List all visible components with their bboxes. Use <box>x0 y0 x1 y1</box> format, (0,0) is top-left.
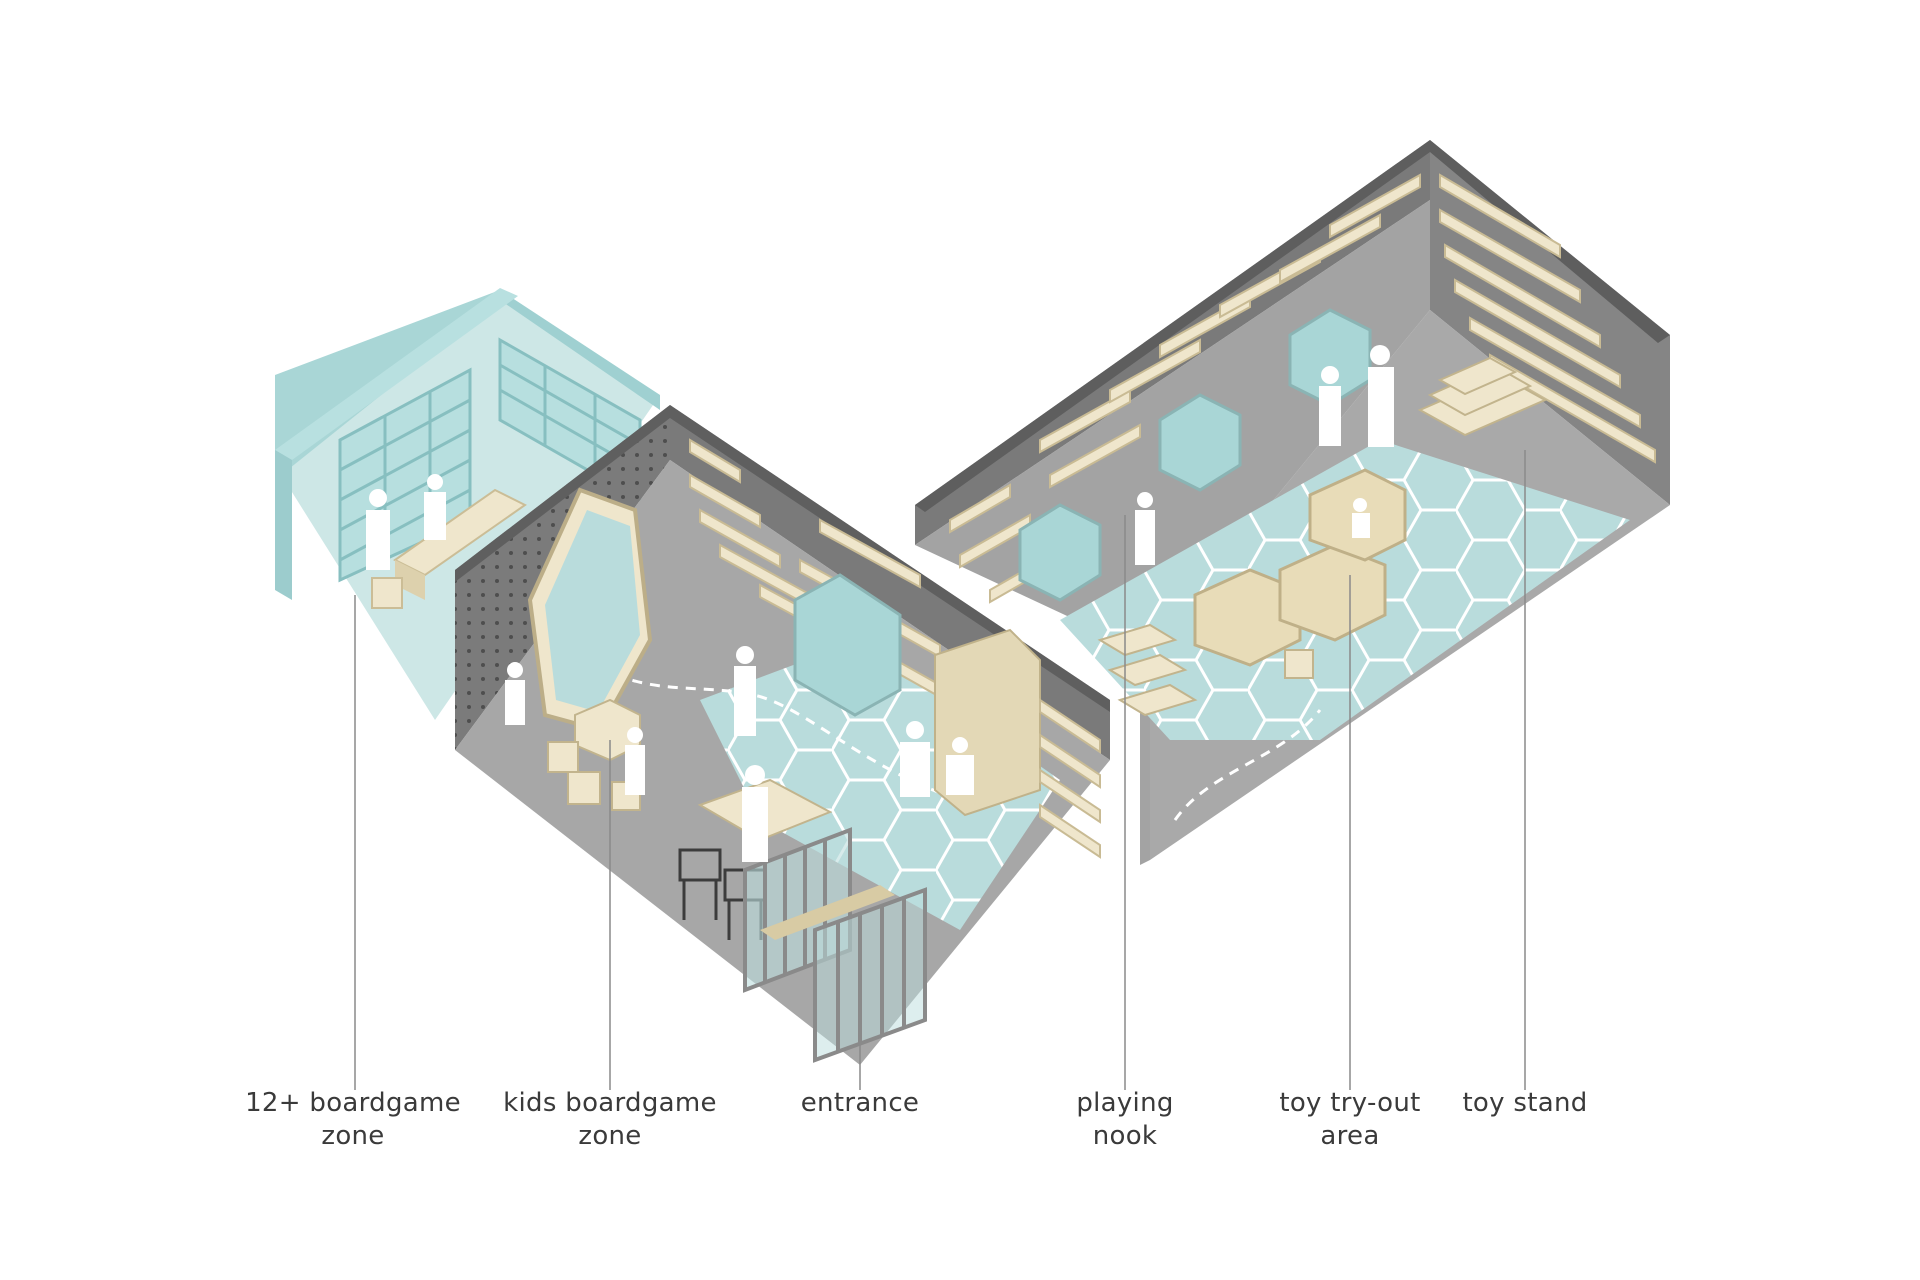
kids-hex-floor <box>700 640 1060 930</box>
label-12plus-boardgame-zone: 12+ boardgame zone <box>245 1088 461 1151</box>
label-entrance: entrance <box>800 1088 920 1118</box>
toy-stand-table <box>1417 356 1548 437</box>
room-12plus-counter-front <box>395 560 425 600</box>
toys-low-shelf <box>1097 623 1198 717</box>
room-toys <box>915 140 1670 865</box>
toys-people <box>1135 345 1394 565</box>
kids-people <box>505 646 974 862</box>
label-toy-tryout-area: toy try-out area <box>1279 1088 1421 1151</box>
room-12plus-side-wall <box>275 450 292 600</box>
toys-dice <box>1284 649 1314 679</box>
kids-right-shelves <box>1039 698 1101 859</box>
kids-stair-railings <box>743 827 927 1063</box>
toys-right-shelves <box>1439 173 1656 464</box>
room-12plus-boardgame <box>275 288 660 720</box>
kids-hex-frame <box>793 573 902 717</box>
kids-hex-nook-glass <box>545 510 640 712</box>
room-12plus-wall-cap <box>275 288 518 460</box>
room-12plus-dice-stool <box>371 577 403 609</box>
toys-hex-frames <box>1018 308 1372 602</box>
toys-right-wall <box>1430 140 1670 505</box>
room-12plus-back-wall <box>500 290 660 410</box>
room-12plus-people <box>366 474 446 570</box>
kids-dashed-path <box>599 663 961 802</box>
leader-lines <box>354 450 1526 1090</box>
room-kids-entrance <box>455 405 1110 1065</box>
kids-stair-landing <box>760 885 895 940</box>
label-kids-boardgame-zone: kids boardgame zone <box>503 1088 717 1151</box>
toys-dashed-path <box>1173 709 1322 821</box>
label-toy-stand: toy stand <box>1462 1088 1588 1118</box>
label-playing-nook: playing nook <box>1076 1088 1174 1151</box>
